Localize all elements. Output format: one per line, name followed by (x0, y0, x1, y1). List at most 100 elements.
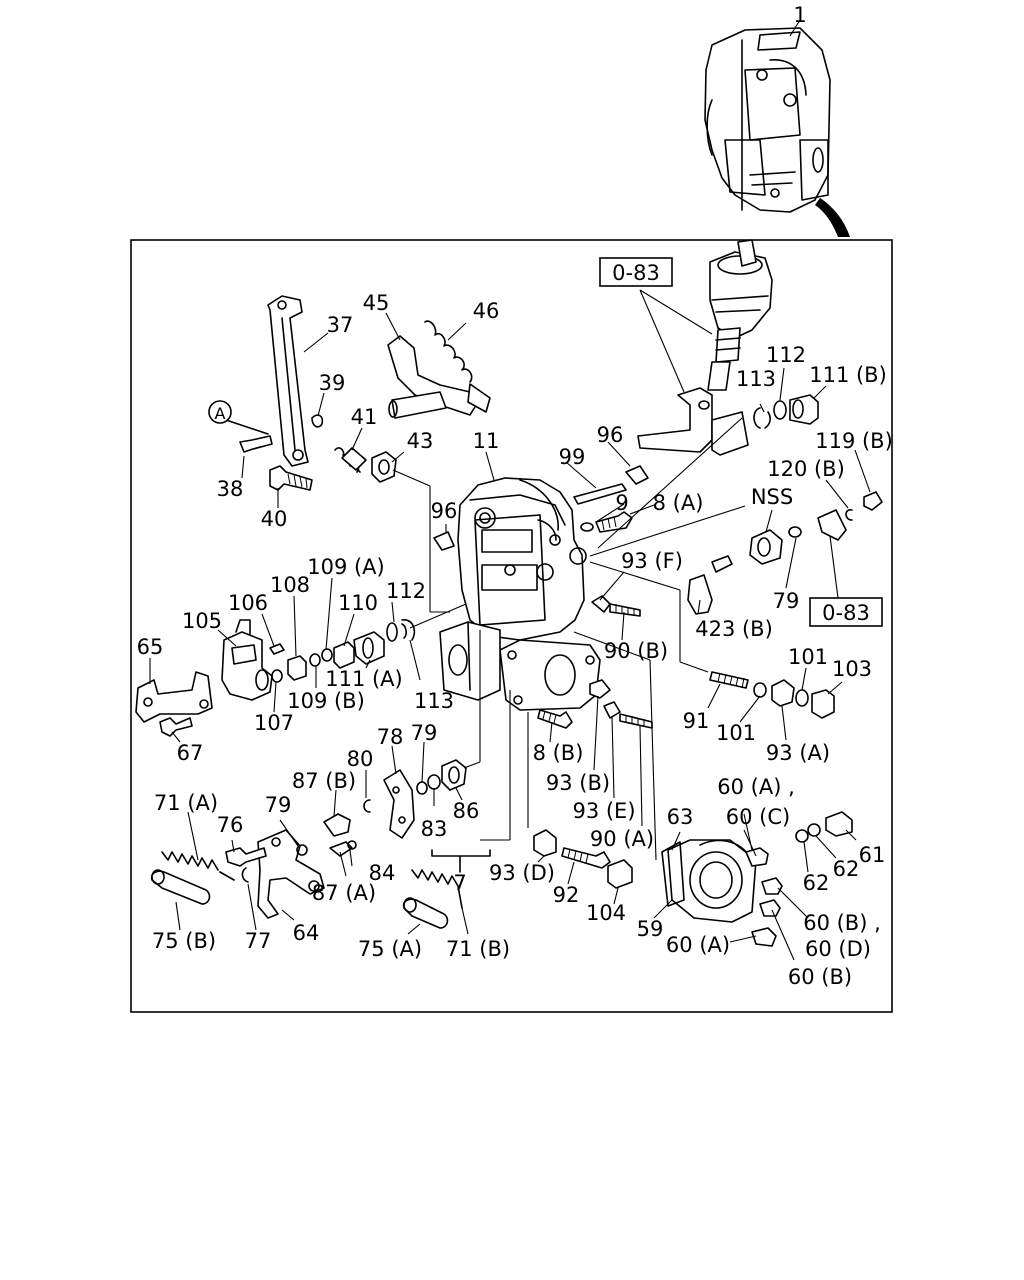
part-112-o-ring-top (773, 400, 787, 420)
part-71a-spring (161, 851, 219, 871)
part-93d-nut (533, 829, 557, 857)
callout-71a: 71 (A) (154, 791, 218, 815)
part-83-washer (427, 774, 441, 790)
callout-96-top: 96 (597, 423, 624, 447)
callout-11: 11 (473, 429, 500, 453)
part-110-bushing (333, 641, 355, 669)
callout-119b: 119 (B) (815, 429, 893, 453)
part-77-clip (241, 867, 249, 883)
part-64-lever (257, 829, 325, 919)
part-99-rod (573, 483, 627, 505)
part-86-bushing (441, 759, 467, 791)
part-76-bolt (225, 847, 267, 867)
callout-9: 9 (615, 491, 628, 515)
front-plate (499, 639, 601, 711)
callout-109b: 109 (B) (287, 689, 365, 713)
callout-75b: 75 (B) (152, 929, 216, 953)
callout-108: 108 (270, 573, 310, 597)
callout-107: 107 (254, 711, 294, 735)
callout-101-low: 101 (716, 721, 756, 745)
part-92-bolt (561, 847, 611, 869)
part-101-washer-b (795, 689, 809, 707)
callout-7: 7 (453, 871, 466, 895)
callout-ref-a: A (215, 404, 226, 423)
callout-110: 110 (338, 591, 378, 615)
part-71b-spring (411, 869, 463, 909)
assembly-guide-lines (392, 289, 839, 861)
callout-64: 64 (293, 921, 320, 945)
part-87b-pin (323, 813, 351, 837)
part-45-46-lever-spring (387, 320, 491, 419)
part-60b-bolt-low (759, 899, 781, 917)
callout-103: 103 (832, 657, 872, 681)
part-9-washer (580, 522, 594, 532)
lever-plate-right (817, 509, 847, 541)
part-60b-bolt-mid (761, 877, 783, 895)
callout-60a-c-top: 60 (A) , (717, 775, 795, 799)
callout-1: 1 (793, 3, 806, 27)
part-120b-clip (845, 509, 853, 521)
callout-93b: 93 (B) (546, 771, 610, 795)
callout-77: 77 (245, 929, 272, 953)
part-39-clip (311, 414, 324, 428)
callout-120b: 120 (B) (767, 457, 845, 481)
part-79-washer-low (296, 844, 308, 856)
callout-83: 83 (421, 817, 448, 841)
assembly-thumbnail (704, 27, 831, 213)
side-block (439, 621, 501, 701)
part-60a-bolt-bottom (751, 927, 777, 947)
part-67-bolt (159, 717, 193, 737)
callout-labels: 1 37 45 46 39 41 43 A 38 40 11 96 99 96 … (137, 3, 893, 989)
part-93e-nut (603, 701, 621, 719)
callout-84: 84 (369, 861, 396, 885)
callout-37: 37 (327, 313, 354, 337)
callout-101-top: 101 (788, 645, 828, 669)
callout-113-top: 113 (736, 367, 776, 391)
callout-93e: 93 (E) (572, 799, 635, 823)
part-84-bolt (329, 841, 353, 857)
callout-63: 63 (667, 805, 694, 829)
part-90b-stud (609, 603, 641, 617)
callout-91: 91 (683, 709, 710, 733)
part-60a-bolt-top (745, 847, 769, 867)
diagram-frame (130, 239, 893, 1013)
callout-71b: 71 (B) (446, 937, 510, 961)
callout-80: 80 (347, 747, 374, 771)
callout-59: 59 (637, 917, 664, 941)
ref-a-marker (208, 400, 232, 424)
callout-90a: 90 (A) (590, 827, 654, 851)
part-96-bolt-top (625, 465, 649, 485)
part-109a-washer (321, 648, 333, 662)
reference-label-right: 0-83 (822, 601, 870, 625)
callout-75a: 75 (A) (358, 937, 422, 961)
callout-113-left: 113 (414, 689, 454, 713)
callout-78: 78 (377, 725, 404, 749)
callout-423b: 423 (B) (695, 617, 773, 641)
boost-compensator-unit (707, 239, 773, 391)
part-101-washer-a (753, 682, 767, 698)
callout-39: 39 (319, 371, 346, 395)
callout-90b: 90 (B) (604, 639, 668, 663)
reference-box-right (809, 597, 883, 627)
part-108-bushing (287, 655, 307, 681)
part-75a-sleeve (402, 898, 449, 929)
callout-43: 43 (407, 429, 434, 453)
part-113-snap-ring-top (753, 407, 771, 429)
bracket-plate (637, 387, 749, 456)
callout-40: 40 (261, 507, 288, 531)
callout-99: 99 (559, 445, 586, 469)
part-104-sleeve (607, 859, 633, 889)
part-43-nut (371, 451, 397, 483)
part-103-cap (811, 689, 835, 719)
callout-60c: 60 (C) (726, 805, 790, 829)
reference-label-top: 0-83 (612, 261, 660, 285)
callout-111b: 111 (B) (809, 363, 887, 387)
part-78-lever-plate (383, 769, 415, 839)
callout-67: 67 (177, 741, 204, 765)
part-423b-lever (687, 574, 713, 615)
callout-87a: 87 (A) (312, 881, 376, 905)
part-37-lever (267, 295, 309, 467)
callout-62-a: 62 (803, 871, 830, 895)
callout-112-left: 112 (386, 579, 426, 603)
callout-93d: 93 (D) (489, 861, 555, 885)
